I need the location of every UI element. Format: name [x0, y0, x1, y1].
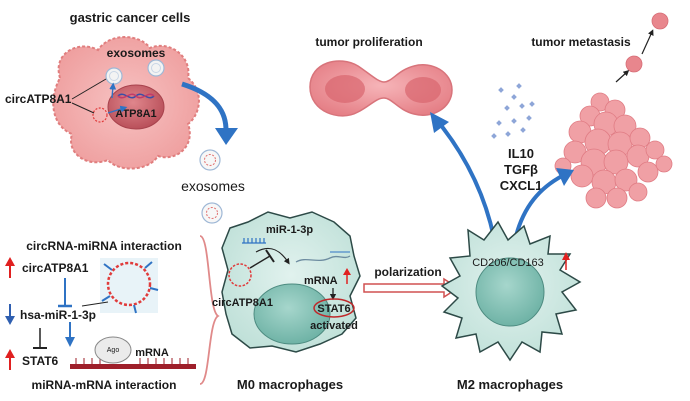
m0-title: M0 macrophages	[237, 377, 343, 392]
down-arrow-icon	[5, 316, 15, 325]
ago-label: Ago	[107, 347, 120, 354]
m0-mrna-strand	[295, 255, 351, 263]
circ-label-bottom: circATP8A1	[22, 261, 89, 275]
m0-mrna-label: mRNA	[304, 275, 338, 287]
m0-sponge-bar	[265, 249, 275, 263]
cytokine-il10: IL10	[508, 146, 534, 161]
pointer-line	[71, 102, 95, 114]
m2-title: M2 macrophages	[457, 377, 563, 392]
cytokine-dots	[491, 83, 535, 139]
release-arrow-head	[215, 128, 238, 145]
proliferation-arrow-head	[430, 112, 449, 133]
m0-mir-label: miR-1-3p	[266, 224, 313, 236]
m2-markers-up-icon	[562, 252, 570, 260]
cytokine-cxcl1: CXCL1	[500, 178, 543, 193]
up-arrow-icon	[5, 349, 15, 358]
mirna-mrna-interaction-label: miRNA-mRNA interaction	[32, 378, 177, 392]
polarization-label: polarization	[374, 265, 441, 279]
stat6-label-bottom: STAT6	[22, 354, 59, 368]
mrna-label-bottom: mRNA	[135, 347, 169, 359]
tumor-proliferation-label: tumor proliferation	[315, 35, 422, 49]
exosome-vesicle	[147, 59, 165, 77]
pointer-line	[71, 78, 107, 100]
exosome-vesicle	[201, 202, 223, 224]
up-arrow-icon	[5, 257, 15, 266]
tumor-mass	[554, 92, 673, 209]
m0-stat6-label: STAT6	[317, 303, 350, 315]
m0-sponge-line	[249, 255, 271, 269]
tumor-metastasis-label: tumor metastasis	[531, 35, 631, 49]
metastasis-blue-arrow-head	[556, 168, 574, 186]
exosome-vesicle	[105, 67, 123, 85]
mir-target-arrow	[255, 247, 290, 265]
gastric-cancer-title: gastric cancer cells	[70, 10, 191, 25]
bracket	[199, 235, 220, 385]
mirna-duplex-icon	[242, 238, 266, 244]
circrna-mirna-interaction-label: circRNA-miRNA interaction	[26, 239, 182, 253]
m0-macrophage	[221, 211, 361, 353]
pointer-line	[81, 301, 109, 307]
metastasis-arrow	[615, 69, 630, 83]
mrna-ticks	[75, 358, 189, 364]
dividing-tumor-cell	[309, 60, 453, 117]
bound-mirna	[101, 261, 159, 314]
release-arrow	[181, 81, 229, 131]
exosomes-top-label: exosomes	[107, 46, 166, 60]
m0-mrna-up-icon	[343, 268, 351, 275]
packaging-arrow	[109, 82, 117, 99]
metastasis-blue-arrow	[514, 174, 563, 237]
m0-circ-label: circATP8A1	[212, 297, 273, 309]
circrna-icon	[92, 107, 108, 123]
cytokine-tgfb: TGFβ	[504, 162, 538, 177]
exosome-vesicle	[199, 149, 221, 171]
mrna-bar	[70, 364, 196, 369]
m2-markers-label: CD206/CD163	[472, 257, 544, 269]
mir-label-bottom: hsa-miR-1-3p	[20, 308, 96, 322]
ago-protein-icon	[94, 336, 132, 364]
exosomes-mid-label: exosomes	[181, 178, 245, 194]
m0-stat6-ring	[313, 298, 355, 318]
m0-circrna-icon	[228, 263, 252, 287]
circrna-sponge-icon	[106, 261, 152, 307]
metastasis-arrow	[641, 29, 654, 55]
metastatic-cell	[625, 12, 669, 73]
transcription-arrow	[107, 105, 128, 114]
m2-macrophage	[440, 220, 582, 362]
m0-activated-label: activated	[310, 320, 358, 332]
atp8a1-gene-label: ATP8A1	[115, 108, 156, 120]
proliferation-arrow	[438, 122, 496, 239]
circ-label-top: circATP8A1	[5, 92, 72, 106]
